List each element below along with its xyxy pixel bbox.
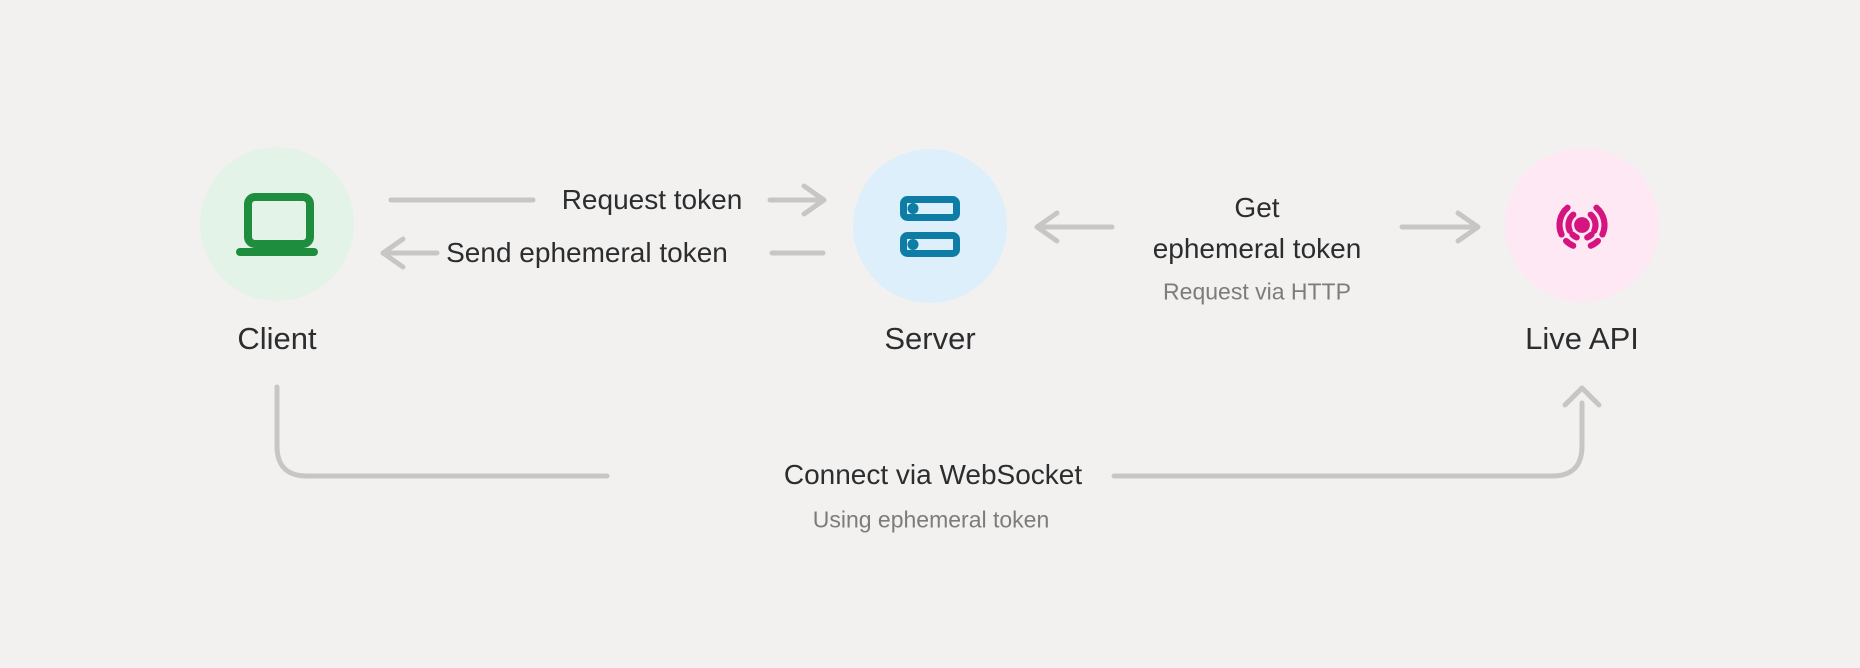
edge-sublabel-request-via-http: Request via HTTP	[1163, 278, 1351, 305]
websocket-arrowhead-up	[1562, 385, 1602, 408]
edge-connect-websocket-path	[274, 384, 1602, 479]
edge-label-send-ephemeral-token: Send ephemeral token	[446, 237, 728, 268]
request-token-arrowhead-right	[801, 183, 827, 217]
edge-get-ephemeral-token-arrows	[1034, 210, 1481, 244]
get-token-arrowhead-left	[1034, 210, 1060, 244]
laptop-icon	[236, 192, 318, 256]
node-label-client: Client	[237, 321, 317, 356]
node-label-live-api: Live API	[1525, 321, 1639, 356]
send-token-arrowhead-left	[380, 236, 406, 270]
edge-sublabel-using-ephemeral-token: Using ephemeral token	[812, 506, 1050, 533]
edge-send-ephemeral-token-arrow	[380, 236, 826, 270]
node-label-server: Server	[884, 321, 976, 356]
websocket-path-right	[1111, 400, 1585, 479]
live-broadcast-icon	[1556, 204, 1608, 249]
node-server-circle	[853, 149, 1007, 303]
node-live-api-circle	[1505, 148, 1659, 302]
websocket-path-left	[274, 384, 610, 479]
edge-label-request-token: Request token	[561, 184, 743, 215]
get-token-arrowhead-right	[1455, 210, 1481, 244]
edge-label-get-line1: Get	[1234, 192, 1280, 223]
edge-label-get-ephemeral-token: Get ephemeral token	[1153, 187, 1362, 269]
edge-label-get-line2: ephemeral token	[1152, 233, 1362, 264]
server-rack-icon	[900, 195, 960, 257]
edge-label-connect-websocket: Connect via WebSocket	[783, 459, 1083, 490]
edge-request-token-arrow	[388, 183, 827, 217]
node-client-circle	[200, 147, 354, 301]
